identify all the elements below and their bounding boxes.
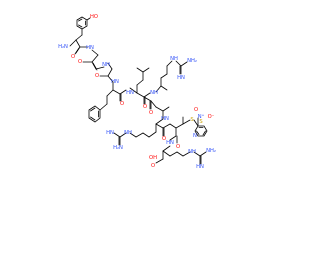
arg3-nh: NH	[188, 149, 196, 155]
nitro-o: O	[194, 107, 198, 113]
acid-oh: OH	[149, 155, 157, 161]
arg3-nh2: NH₂	[206, 148, 216, 154]
molecule-diagram: HO H₂N O HN O NH O	[58, 14, 216, 170]
arg1-imino: HN	[177, 75, 185, 81]
phe-carbonyl-o: O	[120, 101, 124, 107]
cys-carbonyl-o: O	[176, 144, 180, 150]
arginine-upper	[155, 60, 188, 93]
arg1-nh: NH	[170, 56, 178, 62]
arg2-carbonyl-o: O	[162, 136, 166, 142]
amide-nh-1: HN	[86, 45, 94, 51]
arg2-nh2: H₂N	[113, 145, 123, 151]
arg3-imino: HN	[196, 164, 204, 170]
arginine-middle	[113, 118, 171, 146]
cysteine-npys	[169, 116, 208, 144]
molecule-svg: HO H₂N O HN O NH O	[58, 14, 216, 170]
arg1-carbonyl-o: O	[149, 110, 153, 116]
leucine	[129, 67, 151, 105]
arg2-nh: NH	[124, 130, 132, 136]
amide-nh-4: HN	[126, 90, 134, 96]
amide-nh-2: NH	[102, 62, 110, 68]
amide-nh-5: NH	[150, 90, 158, 96]
gly1-carbonyl-o: O	[78, 59, 82, 65]
amide-nh-6: HN	[161, 116, 169, 122]
tyrosine-backbone	[69, 34, 89, 55]
gly2-carbonyl-o: O	[95, 73, 99, 79]
tyrosine-ring	[76, 16, 91, 36]
arg2-imino: HN	[106, 130, 114, 136]
leu-carbonyl-o: O	[143, 104, 147, 110]
pyridine-n: N	[193, 133, 197, 139]
amide-nh-7: HN	[166, 140, 174, 146]
amide-nh-3: HN	[111, 79, 119, 85]
disulfide-s-1: S	[190, 117, 193, 123]
arg1-nh2: NH₂	[187, 58, 197, 64]
tyr-carbonyl-o: O	[71, 54, 75, 60]
acid-o: O	[151, 163, 155, 169]
nitro-n: N⁺	[198, 114, 205, 120]
glycine-chain	[82, 49, 114, 83]
hydroxyl-label: HO	[90, 14, 98, 20]
arginine-backbone	[143, 96, 170, 120]
phenylalanine	[88, 81, 127, 123]
arginine-c-terminus	[155, 145, 207, 165]
n-terminus-label: H₂N	[58, 44, 68, 50]
nitro-o-minus: O⁻	[208, 114, 215, 120]
disulfide-s-2: S	[199, 119, 202, 125]
